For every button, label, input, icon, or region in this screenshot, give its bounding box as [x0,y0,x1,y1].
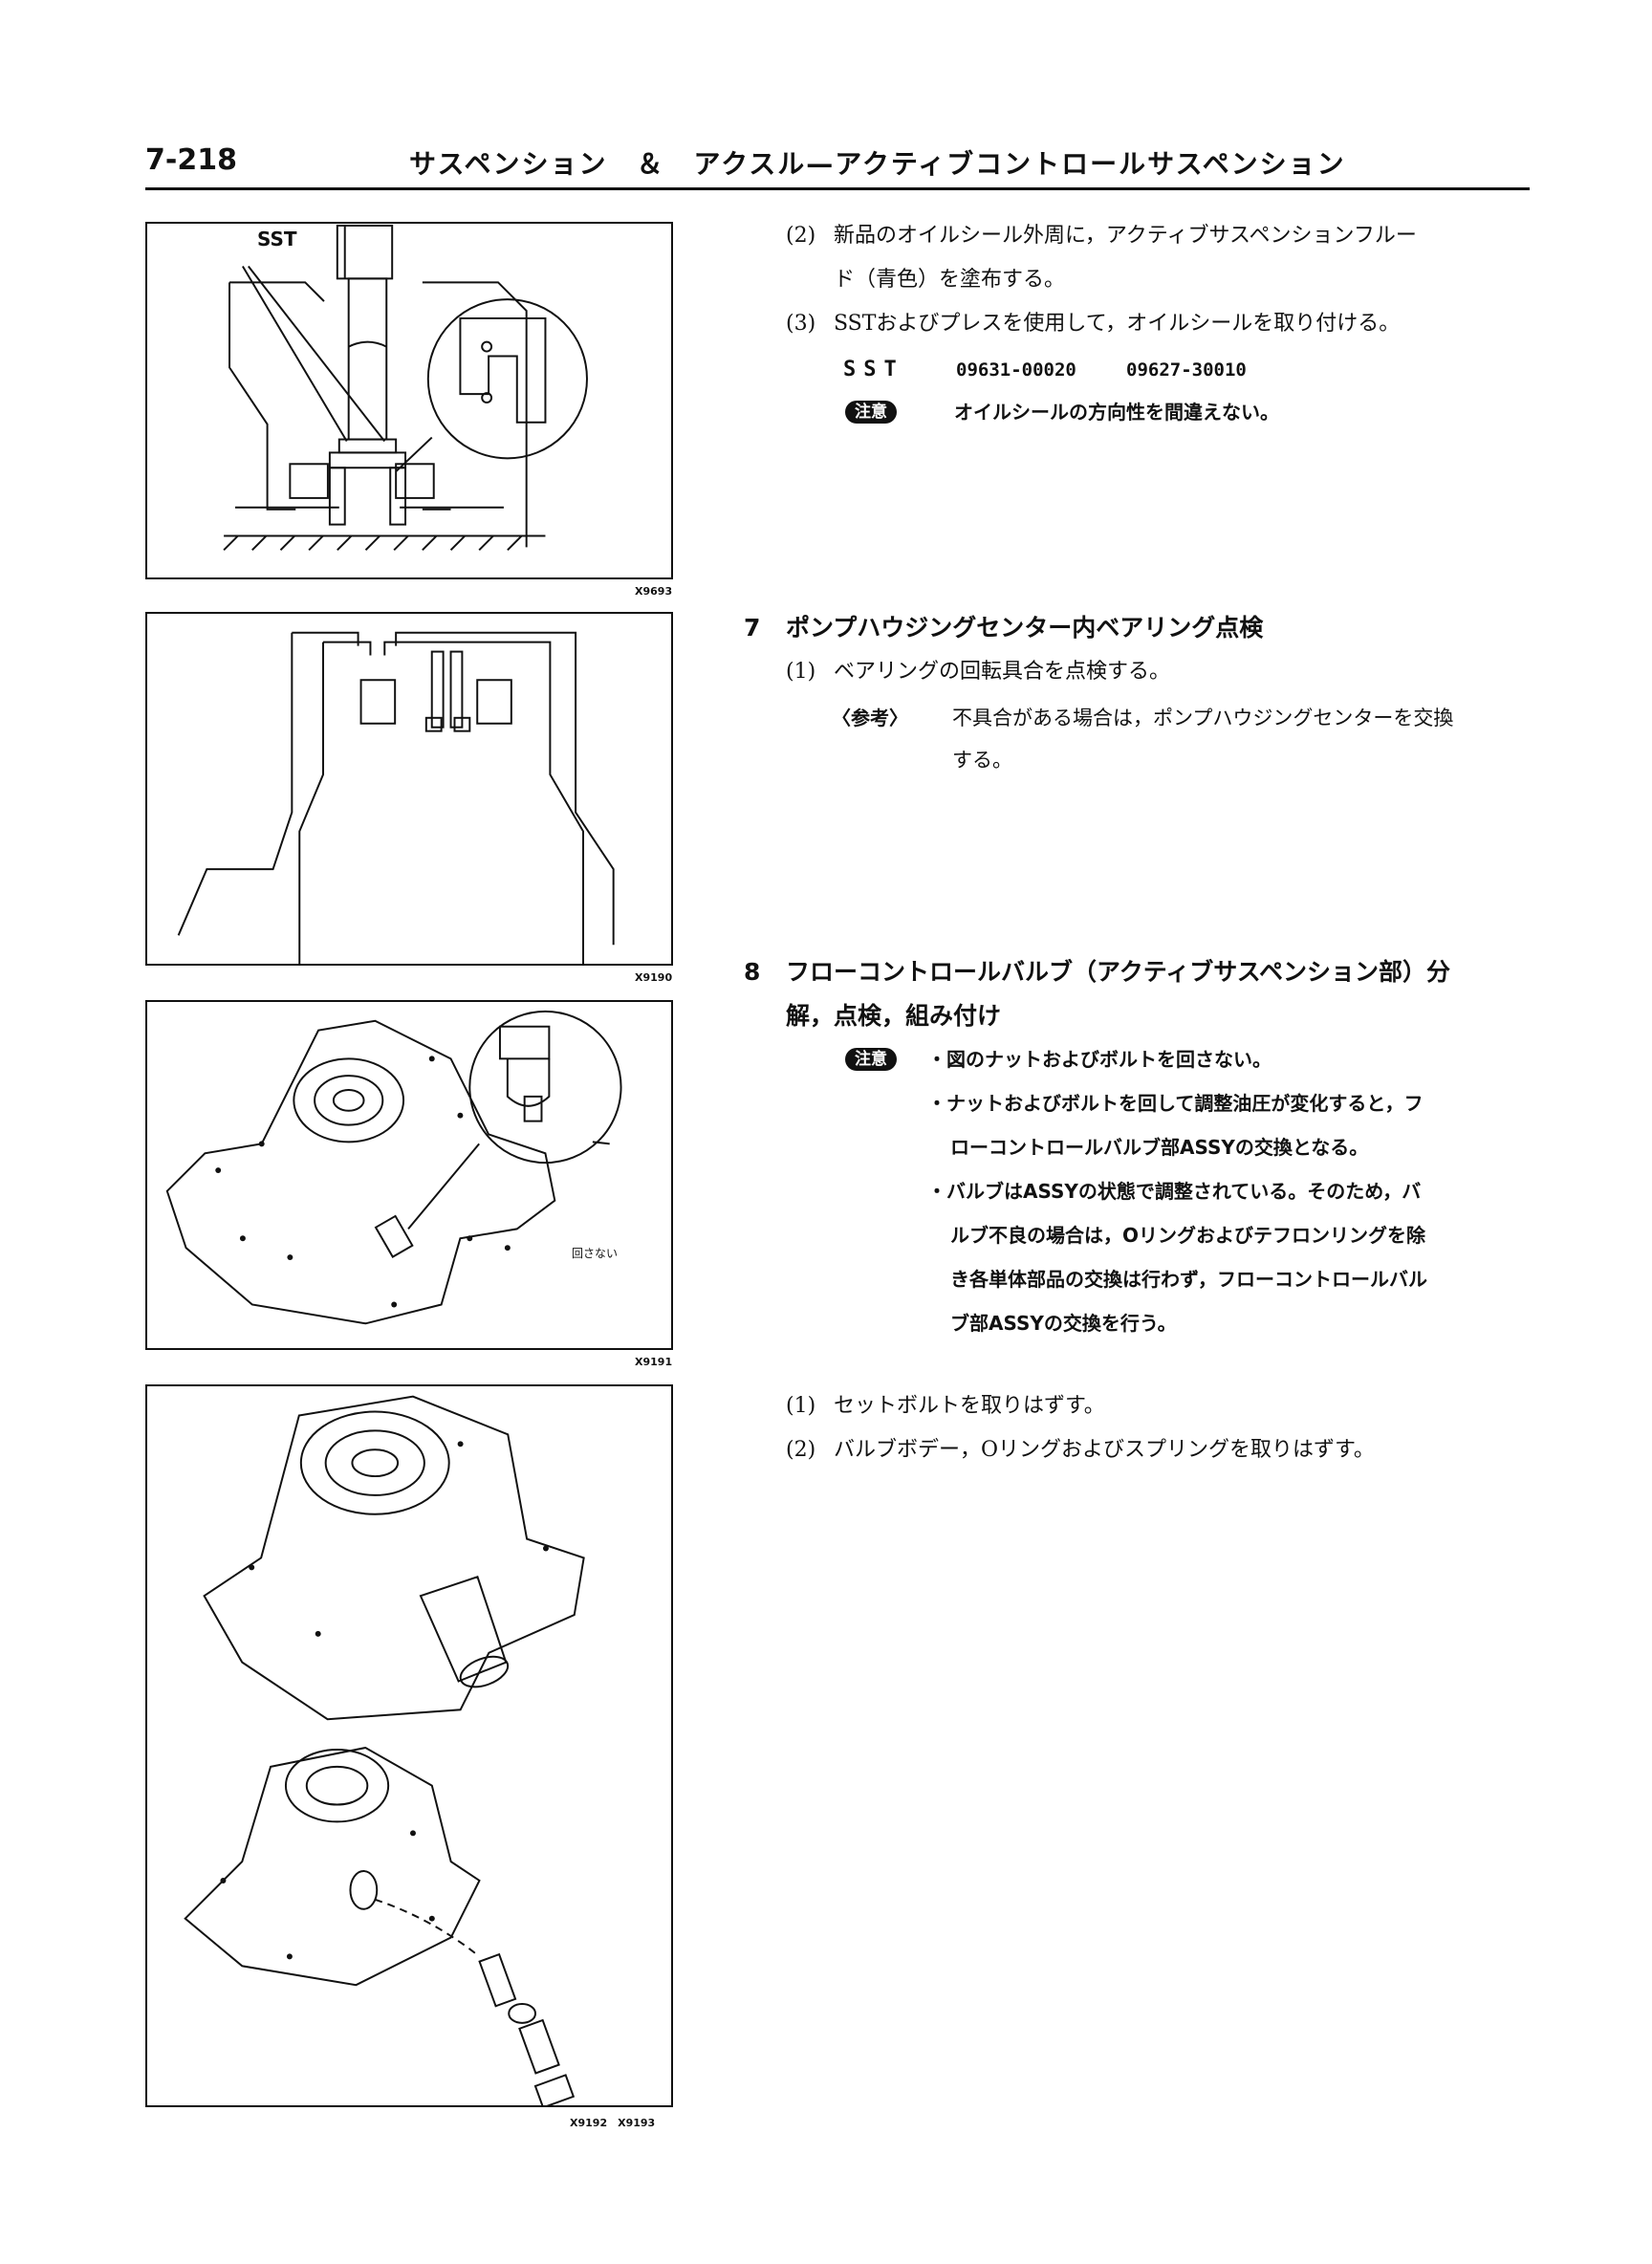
caution-bullet: ローコントロールバルブ部ASSYの交換となる。 [950,1136,1369,1159]
section-title: フローコントロールバルブ（アクティブサスペンション部）分 [786,958,1451,986]
caution-bullet: き各単体部品の交換は行わず，フローコントロールバル [950,1268,1427,1291]
do-not-turn-callout: 回さない [572,1247,619,1260]
figure-code: X9192 X9193 [570,2117,656,2129]
sst-part-number: 09627-30010 [1126,359,1247,381]
header-title: サスペンション ＆ アクスル—アクティブコントロールサスペンション [409,148,1346,180]
step-number: (1) [786,1394,816,1418]
oil-seal-press-drawing [223,224,588,552]
figure-flow-control-valve: 回さない [145,1000,673,1350]
section-title: 解，点検，組み付け [786,1002,1002,1030]
section-title: ポンプハウジングセンター内ベアリング点検 [786,614,1264,642]
section-number: 7 [744,614,761,642]
step-number: (1) [786,660,816,684]
step-number: (2) [786,1438,816,1462]
step-text: バルブボデー，Oリングおよびスプリングを取りはずす。 [834,1438,1375,1462]
caution-badge: 注意 [845,1048,897,1071]
caution-bullet: ・ナットおよびボルトを回して調整油圧が変化すると，フ [927,1092,1424,1115]
caution-badge: 注意 [845,401,897,424]
caution-bullet: ・図のナットおよびボルトを回さない。 [927,1048,1272,1071]
sst-label: SST [257,228,297,250]
caution-bullet: ・バルブはASSYの状態で調整されている。そのため，バ [927,1180,1422,1203]
figure-code: X9191 [635,1356,673,1368]
valve-disassembly-drawing [184,1395,585,2105]
reference-label: 〈参考〉 [832,707,908,729]
sst-label: SST [843,358,904,381]
figure-oil-seal-press: SST [145,222,673,579]
header-divider [145,187,1530,190]
step-text: 新品のオイルシール外周に，アクティブサスペンションフルー [834,224,1417,248]
caution-bullet: ルブ不良の場合は，Oリングおよびテフロンリングを除 [950,1224,1426,1247]
figure-valve-disassembly [145,1384,673,2107]
flow-control-valve-drawing [165,1010,622,1325]
page-number: 7-218 [145,143,237,177]
figure-code: X9693 [635,585,673,598]
figure-pump-housing [145,612,673,966]
reference-text: 不具合がある場合は，ポンプハウジングセンターを交換 [952,707,1454,729]
step-text: セットボルトを取りはずす。 [834,1394,1105,1418]
pump-housing-drawing [177,631,615,964]
caution-text: オイルシールの方向性を間違えない。 [954,401,1279,424]
section-number: 8 [744,958,761,986]
step-number: (2) [786,224,816,248]
step-text: ド（青色）を塗布する。 [834,268,1066,292]
step-text: SSTおよびプレスを使用して，オイルシールを取り付ける。 [834,312,1401,336]
reference-text: する。 [952,749,1012,772]
step-text: ベアリングの回転具合を点検する。 [834,660,1171,684]
caution-bullet: ブ部ASSYの交換を行う。 [950,1312,1177,1335]
step-number: (3) [786,312,816,336]
sst-part-number: 09631-00020 [956,359,1076,381]
figure-code: X9190 [635,971,673,984]
